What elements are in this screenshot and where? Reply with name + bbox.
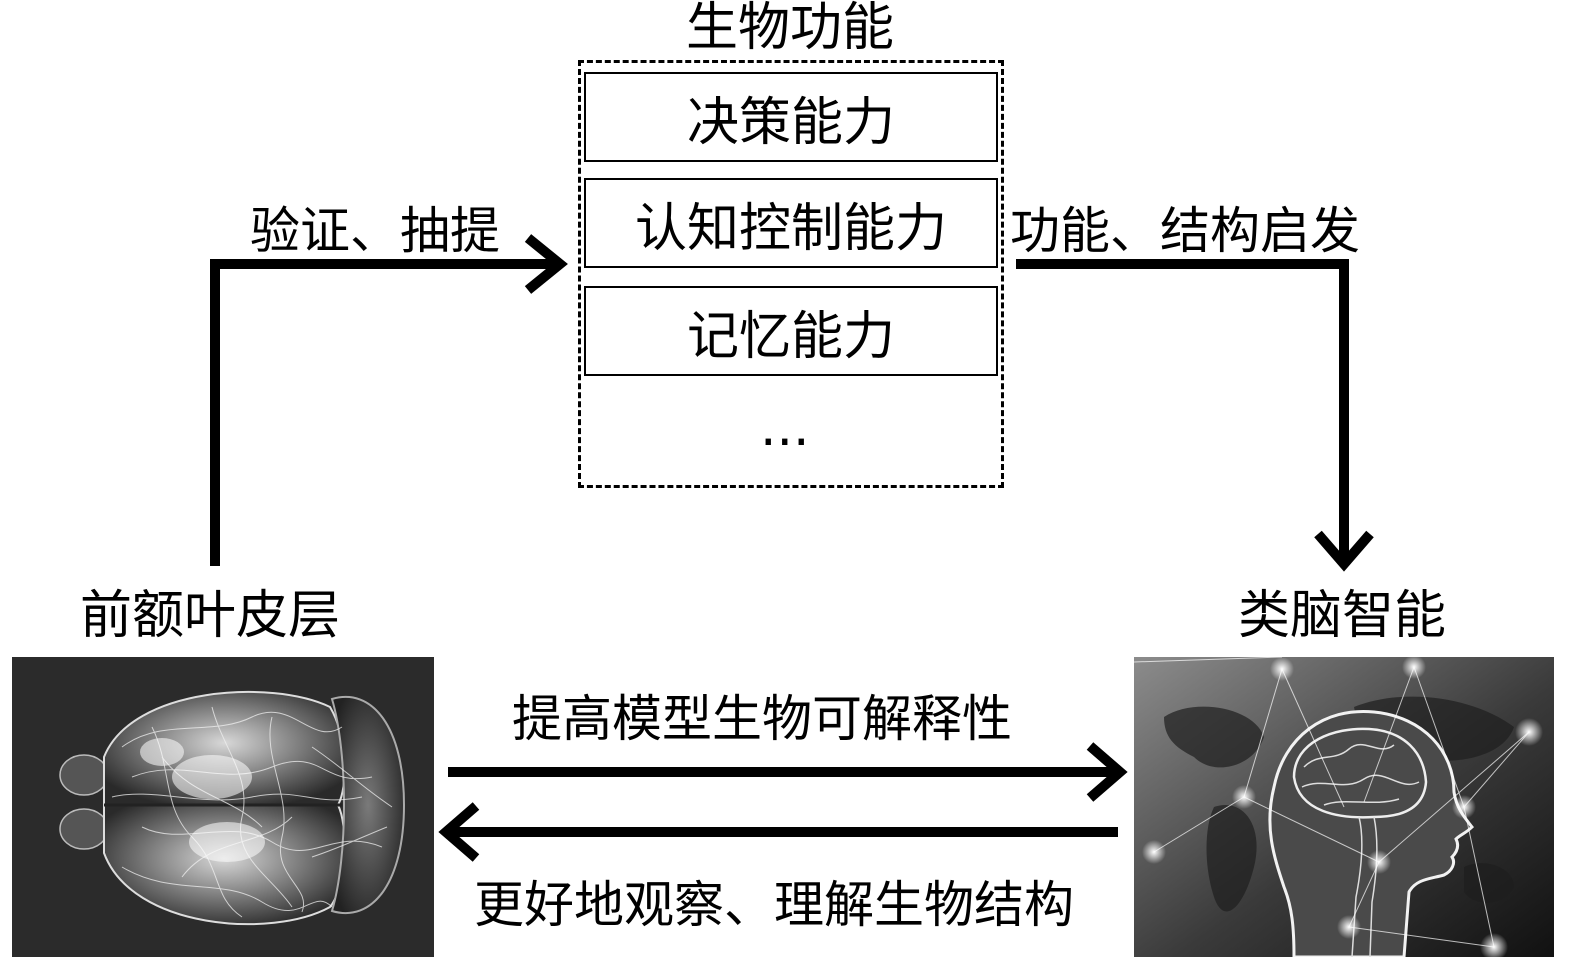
function-box-cognitive-control: 认知控制能力 [584, 178, 998, 268]
arrowhead-functions-to-brain-inspired [1314, 530, 1374, 572]
function-box-decision: 决策能力 [584, 72, 998, 162]
node-label-brain-inspired-intelligence: 类脑智能 [1238, 586, 1447, 646]
prefrontal-cortex-image [12, 657, 434, 957]
node-label-prefrontal-cortex: 前额叶皮层 [80, 586, 341, 646]
arrowhead-pfc-to-brain-inspired [1086, 742, 1128, 802]
arrow-functions-to-brain-inspired [1016, 259, 1349, 562]
edge-label-function-structure-inspiration: 功能、结构启发 [1010, 202, 1360, 260]
brain-inspired-intelligence-image [1134, 657, 1554, 957]
function-more-ellipsis: ... [760, 398, 810, 458]
function-box-memory: 记忆能力 [584, 286, 998, 376]
biological-functions-title: 生物功能 [686, 0, 895, 58]
edge-label-biological-interpretability: 提高模型生物可解释性 [512, 690, 1012, 748]
edge-label-observe-understand-structure: 更好地观察、理解生物结构 [474, 876, 1074, 934]
biological-functions-group [578, 60, 1004, 488]
arrowhead-brain-inspired-to-pfc [438, 802, 480, 862]
edge-label-verify-extract: 验证、抽提 [250, 202, 500, 260]
arrowhead-pfc-to-functions [524, 234, 568, 294]
arrow-pfc-to-functions [210, 259, 558, 566]
